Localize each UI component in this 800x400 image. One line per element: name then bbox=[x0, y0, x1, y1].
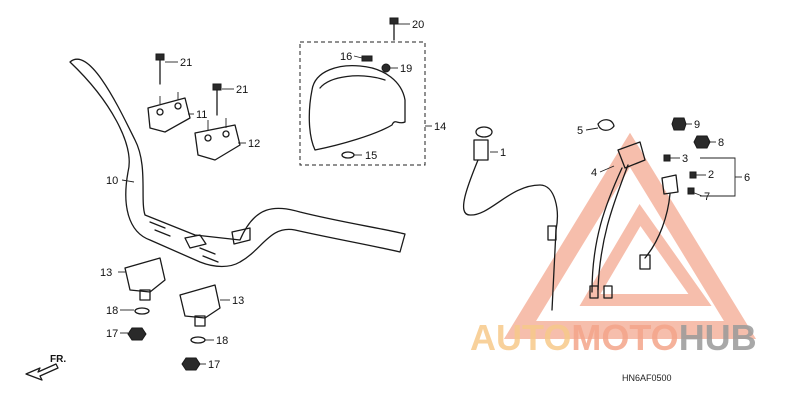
watermark-triangle-inner bbox=[579, 203, 712, 306]
watermark-word-auto: AUTO bbox=[470, 317, 571, 358]
callout-9: 9 bbox=[694, 119, 700, 131]
throttle-cable bbox=[462, 126, 558, 311]
callout-21-b: 21 bbox=[236, 84, 248, 96]
callout-15: 15 bbox=[365, 150, 377, 162]
bolt-8 bbox=[693, 135, 711, 149]
nut-17-b bbox=[181, 357, 201, 371]
callout-6: 6 bbox=[744, 172, 750, 184]
callout-17-b: 17 bbox=[208, 359, 220, 371]
callout-4: 4 bbox=[591, 167, 597, 179]
diagram-code: HN6AF0500 bbox=[622, 373, 672, 383]
upper-holder-12 bbox=[194, 124, 241, 161]
front-direction-arrow: FR. bbox=[25, 354, 66, 381]
bolt-9 bbox=[671, 117, 687, 131]
callout-19: 19 bbox=[400, 63, 412, 75]
callout-16: 16 bbox=[340, 51, 352, 63]
svg-text:AUTOMOTOHUB: AUTOMOTOHUB bbox=[470, 317, 757, 358]
callout-11: 11 bbox=[196, 109, 207, 121]
watermark-word-hub: HUB bbox=[679, 317, 757, 358]
front-direction-label: FR. bbox=[50, 354, 66, 365]
callout-13-a: 13 bbox=[100, 267, 112, 279]
switch-harness bbox=[589, 119, 697, 299]
callout-2: 2 bbox=[708, 169, 714, 181]
washer-18-b bbox=[190, 336, 206, 344]
callout-13-b: 13 bbox=[232, 295, 244, 307]
watermark-logo bbox=[503, 132, 757, 339]
washer-18-a bbox=[134, 307, 150, 315]
callout-12: 12 bbox=[248, 138, 260, 150]
handlebar-cover-group bbox=[299, 41, 426, 166]
callout-8: 8 bbox=[718, 137, 724, 149]
handlebar bbox=[69, 58, 406, 268]
watermark-word-moto: MOTO bbox=[571, 317, 678, 358]
callout-17-a: 17 bbox=[106, 328, 118, 340]
callout-5: 5 bbox=[577, 125, 583, 137]
callout-7: 7 bbox=[704, 191, 710, 203]
lower-holder-13-b bbox=[179, 284, 221, 327]
bolt-21-a bbox=[155, 53, 165, 85]
nut-17-a bbox=[127, 327, 147, 341]
callout-1: 1 bbox=[500, 147, 506, 159]
callout-18-b: 18 bbox=[216, 335, 228, 347]
callout-20: 20 bbox=[412, 19, 424, 31]
watermark-triangle-outer bbox=[503, 132, 757, 339]
bolt-21-b bbox=[212, 83, 222, 116]
callout-14: 14 bbox=[434, 121, 446, 133]
callout-21-a: 21 bbox=[180, 57, 192, 69]
callout-10: 10 bbox=[106, 175, 118, 187]
watermark-wordmark: AUTOMOTOHUB bbox=[470, 317, 757, 358]
callout-18-a: 18 bbox=[106, 305, 118, 317]
callout-3: 3 bbox=[682, 153, 688, 165]
lower-holder-13-a bbox=[124, 257, 166, 301]
screw-20 bbox=[389, 17, 399, 41]
upper-holder-11 bbox=[147, 97, 191, 133]
